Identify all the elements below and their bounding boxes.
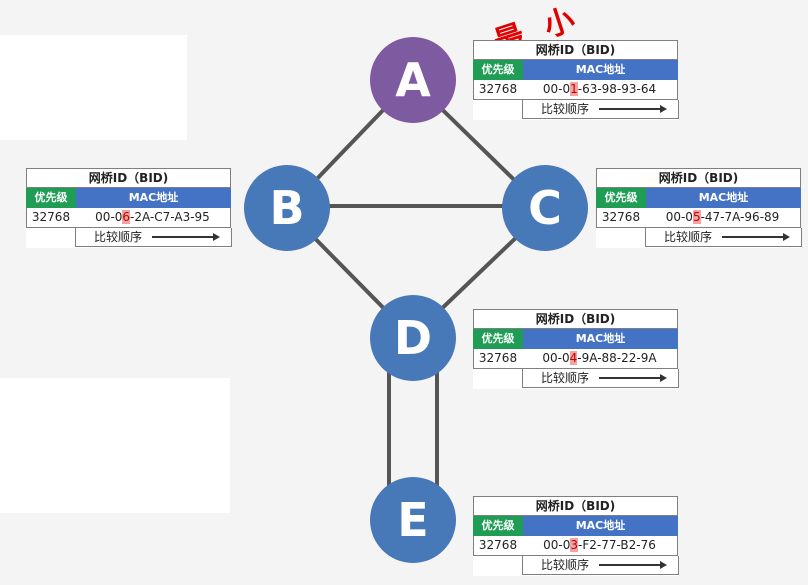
compare-order: 比较顺序 bbox=[522, 100, 679, 119]
mac-value: 00-03-F2-77-B2-76 bbox=[522, 536, 678, 556]
background-patch-bottom-left bbox=[0, 378, 230, 513]
mac-value: 00-05-47-7A-96-89 bbox=[645, 208, 801, 228]
bid-header: 网桥ID（BID) bbox=[26, 168, 231, 188]
bid-header: 网桥ID（BID) bbox=[473, 496, 678, 516]
priority-label: 优先级 bbox=[473, 516, 523, 536]
priority-value: 32768 bbox=[473, 349, 523, 369]
bid-header: 网桥ID（BID) bbox=[596, 168, 801, 188]
node-d: D bbox=[370, 295, 456, 381]
priority-value: 32768 bbox=[26, 208, 76, 228]
priority-value: 32768 bbox=[473, 536, 523, 556]
bid-table-a: 网桥ID（BID) 优先级 MAC地址 32768 00-01-63-98-93… bbox=[473, 40, 679, 120]
arrow-right-icon bbox=[599, 374, 667, 382]
priority-value: 32768 bbox=[596, 208, 646, 228]
mac-label: MAC地址 bbox=[523, 60, 678, 80]
node-c: C bbox=[502, 165, 588, 251]
bid-header: 网桥ID（BID) bbox=[473, 40, 678, 60]
arrow-right-icon bbox=[599, 105, 667, 113]
mac-highlight: 1 bbox=[570, 82, 578, 96]
background-patch-top-left bbox=[0, 35, 187, 140]
mac-label: MAC地址 bbox=[523, 516, 678, 536]
compare-order: 比较顺序 bbox=[75, 228, 232, 247]
mac-value: 00-06-2A-C7-A3-95 bbox=[75, 208, 231, 228]
compare-order: 比较顺序 bbox=[522, 369, 679, 388]
compare-order: 比较顺序 bbox=[522, 556, 679, 575]
bid-table-e: 网桥ID（BID) 优先级 MAC地址 32768 00-03-F2-77-B2… bbox=[473, 496, 679, 576]
mac-label: MAC地址 bbox=[523, 329, 678, 349]
mac-label: MAC地址 bbox=[646, 188, 801, 208]
priority-value: 32768 bbox=[473, 80, 523, 100]
priority-label: 优先级 bbox=[596, 188, 646, 208]
node-b: B bbox=[244, 165, 330, 251]
mac-highlight: 5 bbox=[692, 210, 701, 224]
mac-value: 00-01-63-98-93-64 bbox=[522, 80, 678, 100]
bid-table-d: 网桥ID（BID) 优先级 MAC地址 32768 00-04-9A-88-22… bbox=[473, 309, 679, 389]
node-a: A bbox=[370, 37, 456, 123]
mac-value: 00-04-9A-88-22-9A bbox=[522, 349, 678, 369]
priority-label: 优先级 bbox=[473, 329, 523, 349]
priority-label: 优先级 bbox=[473, 60, 523, 80]
compare-order: 比较顺序 bbox=[645, 228, 802, 247]
mac-highlight: 6 bbox=[122, 210, 131, 224]
node-e: E bbox=[370, 477, 456, 563]
bid-table-c: 网桥ID（BID) 优先级 MAC地址 32768 00-05-47-7A-96… bbox=[596, 168, 802, 248]
priority-label: 优先级 bbox=[26, 188, 76, 208]
mac-highlight: 4 bbox=[569, 351, 578, 365]
bid-header: 网桥ID（BID) bbox=[473, 309, 678, 329]
arrow-right-icon bbox=[599, 561, 667, 569]
bid-table-b: 网桥ID（BID) 优先级 MAC地址 32768 00-06-2A-C7-A3… bbox=[26, 168, 232, 248]
mac-highlight: 3 bbox=[570, 538, 579, 552]
arrow-right-icon bbox=[152, 233, 220, 241]
arrow-right-icon bbox=[722, 233, 790, 241]
mac-label: MAC地址 bbox=[76, 188, 231, 208]
